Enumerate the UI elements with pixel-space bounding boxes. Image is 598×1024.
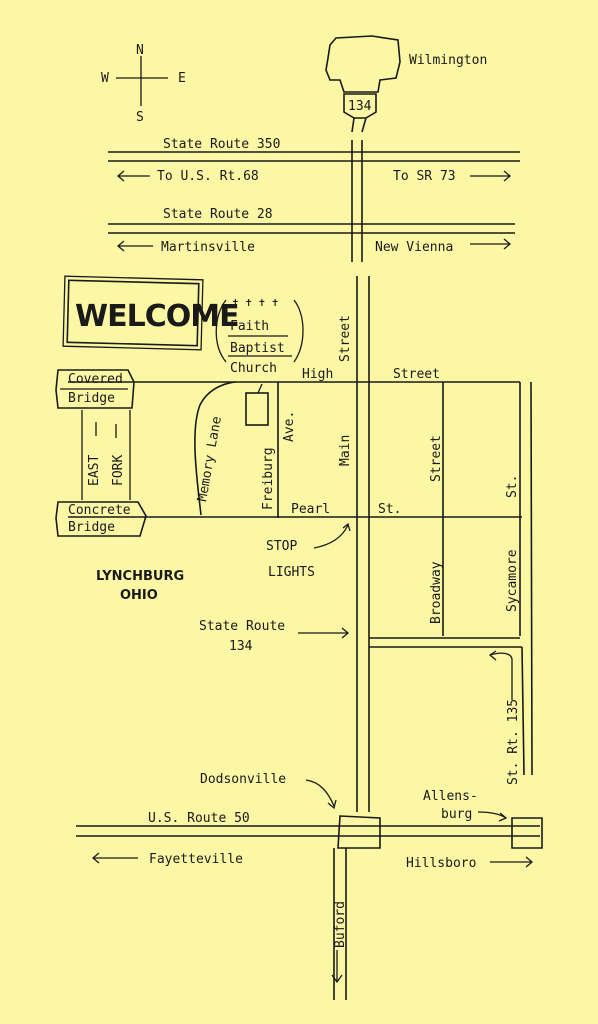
- state-route-135: St. Rt. 135: [369, 381, 533, 785]
- stop-lights-label-1: STOP: [266, 539, 297, 554]
- st-rt-135-label: St. Rt. 135: [506, 699, 521, 785]
- stop-lights-label-2: LIGHTS: [268, 565, 315, 580]
- memory-lane: Memory Lane: [194, 381, 237, 516]
- compass-south: S: [136, 110, 144, 125]
- new-vienna-label: New Vienna: [375, 240, 453, 255]
- pearl-street: Pearl St.: [68, 502, 522, 518]
- welcome-sign: WELCOME: [62, 275, 240, 351]
- broadway: Street Broadway: [429, 382, 444, 636]
- lynchburg-label-group: LYNCHBURG OHIO: [96, 569, 184, 603]
- allensburg-label-2: burg: [441, 807, 472, 822]
- sycamore-label: Sycamore: [505, 549, 520, 612]
- lynchburg-label: LYNCHBURG: [96, 569, 184, 584]
- buford-label: Buford: [333, 901, 348, 948]
- buford-road: Buford: [331, 848, 348, 1000]
- sr28-label: State Route 28: [163, 207, 273, 222]
- sr134-label-1: State Route: [199, 619, 285, 634]
- sr350-label: State Route 350: [163, 137, 280, 152]
- church-label-2: Baptist: [230, 341, 285, 356]
- east-label: EAST: [87, 455, 102, 486]
- concrete-bridge: Concrete Bridge: [55, 501, 147, 537]
- welcome-text: WELCOME: [75, 299, 239, 334]
- freiburg-ave: Freiburg Ave.: [261, 382, 297, 518]
- faith-baptist-church: ✝ ✝ ✝ ✝ Faith Baptist Church: [215, 296, 304, 426]
- sr134-pointer: State Route 134: [199, 619, 350, 654]
- pearl-label: Pearl: [291, 502, 330, 517]
- church-label-1: Faith: [230, 319, 269, 334]
- to-us68-label: To U.S. Rt.68: [157, 169, 259, 184]
- stop-lights-note: STOP LIGHTS: [266, 522, 351, 580]
- covered-bridge-label-2: Bridge: [68, 391, 115, 406]
- church-crosses: ✝ ✝ ✝ ✝: [232, 296, 278, 309]
- broadway-street-label: Street: [429, 435, 444, 482]
- hillsboro-label: Hillsboro: [406, 856, 476, 871]
- wilmington-area: 134 Wilmington: [325, 35, 487, 133]
- compass-north: N: [136, 43, 144, 58]
- ohio-label: OHIO: [120, 588, 158, 603]
- route-134-shield-label: 134: [348, 99, 372, 114]
- high-street: High Street: [68, 367, 520, 383]
- to-sr73-label: To SR 73: [393, 169, 456, 184]
- fayetteville-label: Fayetteville: [149, 852, 243, 867]
- church-label-3: Church: [230, 361, 277, 376]
- allensburg-label-1: Allens-: [423, 789, 478, 804]
- us50-label: U.S. Route 50: [148, 811, 250, 826]
- pearl-st-label: St.: [378, 502, 401, 517]
- compass-west: W: [101, 71, 109, 86]
- high-label: High: [302, 367, 333, 382]
- main-street-label-top: Street: [338, 315, 353, 362]
- covered-bridge-label-1: Covered: [68, 372, 123, 387]
- martinsville-label: Martinsville: [161, 240, 255, 255]
- memory-lane-label: Memory Lane: [195, 415, 225, 503]
- compass-rose: N S E W: [101, 43, 186, 125]
- broadway-label: Broadway: [429, 561, 444, 624]
- covered-bridge: Covered Bridge: [55, 369, 135, 409]
- wilmington-label: Wilmington: [409, 53, 487, 68]
- dodsonville: Dodsonville: [200, 772, 381, 849]
- concrete-bridge-label-2: Bridge: [68, 520, 115, 535]
- dodsonville-label: Dodsonville: [200, 772, 286, 787]
- state-route-350: State Route 350 To U.S. Rt.68 To SR 73: [108, 137, 520, 184]
- church-building: [245, 392, 269, 426]
- us-route-50: U.S. Route 50 Fayetteville Hillsboro: [76, 811, 540, 871]
- fork-label: FORK: [111, 455, 126, 486]
- sycamore-street: St. Sycamore: [505, 382, 521, 636]
- sycamore-st-label: St.: [505, 475, 520, 498]
- high-street-label: Street: [393, 367, 440, 382]
- east-fork-river: EAST FORK: [81, 410, 131, 500]
- main-street-road: Street Main: [338, 140, 370, 812]
- allensburg: Allens- burg: [423, 789, 543, 849]
- main-street-label: Main: [338, 435, 353, 466]
- freiburg-ave-label: Ave.: [282, 411, 297, 442]
- freiburg-label: Freiburg: [261, 447, 276, 510]
- concrete-bridge-label-1: Concrete: [68, 503, 131, 518]
- state-route-28: State Route 28 Martinsville New Vienna: [108, 207, 515, 255]
- compass-east: E: [178, 71, 186, 86]
- sr134-label-2: 134: [229, 639, 253, 654]
